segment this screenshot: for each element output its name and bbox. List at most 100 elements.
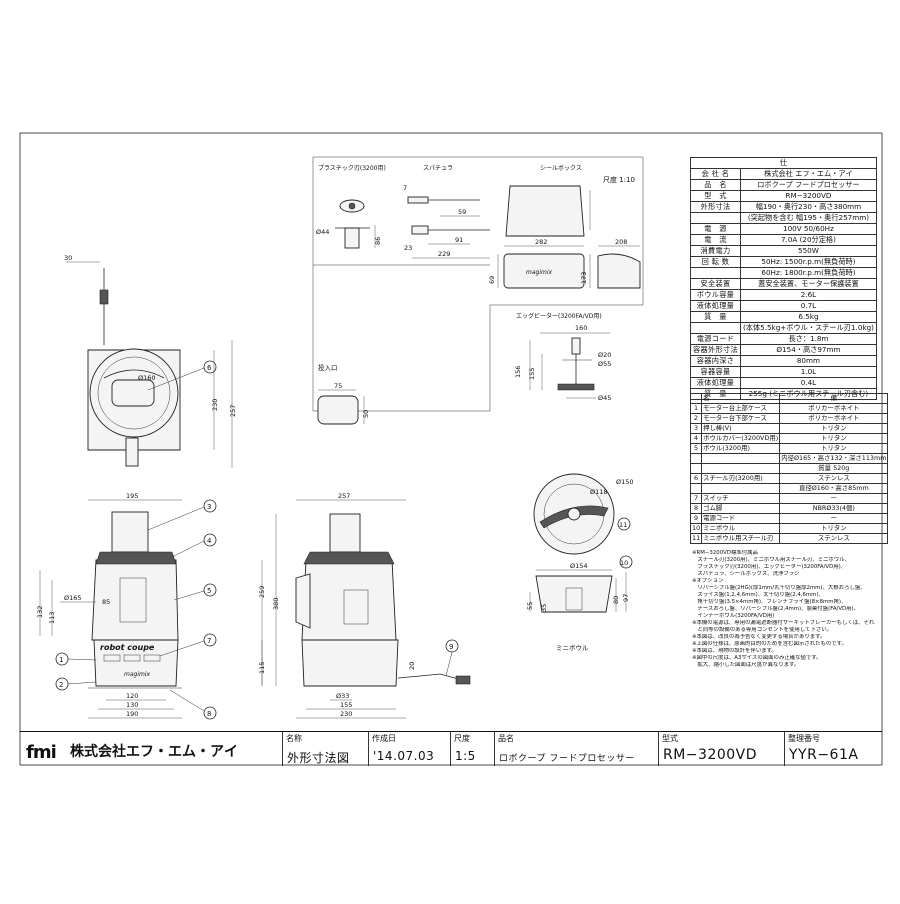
note-line: と同等の設備のある専用コンセントを使用して下さい。 [692,627,832,634]
callout-11: 11 [619,521,627,529]
spec-row: 60Hz: 1800r.p.m(無負荷時) [690,267,877,279]
dim-beater-160: 160 [575,324,587,332]
spec-value: 0.7L [739,300,877,312]
front-magimix: magimix [124,671,151,678]
parts-cell: スイッチ [701,493,781,504]
parts-cell: ポリカーボネイト [779,403,889,414]
dim-beater-d55: Ø55 [598,360,611,368]
chute-drawing: 投入口 75 50 [317,363,370,425]
spec-key: 容器容量 [690,366,741,378]
parts-cell: ボウルカバー(3200VD用) [701,433,781,444]
tb-date-cell: 作成日 '14.07.03 [368,732,451,766]
spec-key [690,267,741,279]
parts-cell: 9 [689,513,703,524]
parts-row: 内径Ø165・高さ132・深さ113mm [689,453,889,464]
parts-cell: 内径Ø165・高さ132・深さ113mm [779,453,889,464]
spec-value: 2.6L [739,289,877,301]
parts-cell: トリタン [779,423,889,434]
spec-value: 60Hz: 1800r.p.m(無負荷時) [739,267,877,279]
spec-value: (突起物を含む 幅195・奥行257mm) [739,212,877,224]
tb-product-label: 品名 [498,734,514,743]
dim-blade-height: 86 [374,237,382,245]
tb-scale-value: 1:5 [455,749,476,763]
parts-cell: ボウル(3200用) [701,443,781,454]
note-line: スライス盤(1,2,4,6mm)、太千切り盤(2,4,6mm)、 [692,592,824,599]
tb-name-label: 名称 [286,734,302,743]
parts-cell: 7 [689,493,703,504]
spec-key: ボウル容量 [690,289,741,301]
tb-model-cell: 型式 RM−3200VD [658,732,785,766]
parts-cell: 8 [689,503,703,514]
dim-front-120: 120 [126,692,138,700]
spec-key: 容器外形寸法 [690,344,741,356]
fmi-logo: fmi 株式会社エフ・エム・アイ [26,742,238,763]
parts-header-cell: 備 [779,393,889,404]
parts-row: 質量 520g [689,463,889,474]
parts-header: 名備 [689,393,889,404]
spec-key [690,212,741,224]
callout-8: 8 [207,710,211,718]
spec-value: 株式会社 エフ・エム・アイ [739,168,877,180]
spec-key: 品 名 [690,179,741,191]
parts-cell: 質量 520g [779,463,889,474]
panel-scale: 尺度 1:10 [603,175,635,184]
spec-key: 電 流 [690,234,741,246]
callout-9: 9 [449,643,453,651]
dim-spatula-7: 7 [403,184,407,192]
parts-cell: NBRØ33(4個) [779,503,889,514]
spec-key: 会 社 名 [690,168,741,180]
dim-beater-156: 156 [514,366,522,378]
tb-name-value: 外形寸法図 [287,751,350,765]
dim-front-195: 195 [126,492,138,500]
parts-cell: ー [779,493,889,504]
dim-side-155: 155 [340,701,352,709]
parts-cell: ステンレス [779,533,889,544]
spec-key: 質 量 [690,311,741,323]
parts-cell: トリタン [779,443,889,454]
mini-bowl-label: ミニボウル [556,644,589,652]
dim-front-132: 132 [36,606,44,618]
spec-key: 電 源 [690,223,741,235]
tb-model-value: RM−3200VD [663,747,758,763]
dim-side-115: 115 [258,662,266,674]
dim-chute-75: 75 [334,382,342,390]
parts-cell: 3 [689,423,703,434]
svg-text:magimix: magimix [526,269,553,276]
note-line: ※オプション [692,578,724,585]
mini-dim-35: 35 [540,604,548,612]
parts-cell: 2 [689,413,703,424]
parts-header-cell: 名 [701,393,781,404]
dim-side-230: 230 [340,710,352,718]
front-brand: robot coupe [100,643,155,652]
dim-side-380: 380 [272,598,280,610]
spatula-label: スパチュラ [423,165,453,172]
company-name: 株式会社エフ・エム・アイ [70,743,238,760]
parts-cell: ミニボウル用スチール刃 [701,533,781,544]
callout-1: 1 [59,656,63,664]
tb-date-label: 作成日 [372,734,396,743]
parts-cell: 直径Ø160・高さ85mm [779,483,889,494]
spec-value: 80mm [739,355,877,367]
spec-value: 7.0A (20分定格) [739,234,877,246]
dim-blade-dia: Ø44 [316,228,329,236]
tb-model-label: 型式 [662,734,678,743]
mini-bowl-drawing: Ø150 Ø118 Ø154 80 97 55 35 ミニボウル [526,473,634,652]
tb-product-cell: 品名 ロボクープ フードプロセッサー [494,732,659,766]
mini-dim-97: 97 [622,594,630,602]
callout-7: 7 [207,637,211,645]
parts-cell: モーター台上部ケース [701,403,781,414]
dim-plan-30: 30 [64,254,72,262]
spec-row: (突起物を含む 幅195・奥行257mm) [690,212,877,224]
parts-cell: ー [779,513,889,524]
title-block: 名称 外形寸法図 作成日 '14.07.03 尺度 1:5 品名 ロボクープ フ… [20,731,882,766]
note-line: ※本図は、現物の設計を伴います。 [692,648,777,655]
